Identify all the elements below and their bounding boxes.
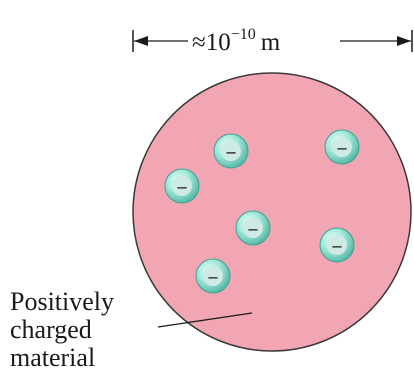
dimension-left-arrowhead xyxy=(134,36,148,46)
electron-sign: – xyxy=(208,266,219,286)
material-label: Positively charged material xyxy=(10,287,114,372)
electron-sign: – xyxy=(177,176,188,196)
dimension-indicator: ≈10−10 m xyxy=(133,26,412,56)
electron: – xyxy=(325,130,359,164)
electron: – xyxy=(236,211,270,245)
dimension-prefix: ≈10 xyxy=(192,29,231,56)
dimension-exponent: −10 xyxy=(231,26,256,43)
positive-sphere xyxy=(133,73,411,351)
label-line-2: charged xyxy=(10,315,92,344)
electron-sign: – xyxy=(337,137,348,157)
label-line-3: material xyxy=(10,343,95,372)
dimension-right-arrowhead xyxy=(397,36,411,46)
electron-sign: – xyxy=(332,235,343,255)
electron: – xyxy=(320,228,354,262)
electron-sign: – xyxy=(226,141,237,161)
label-line-1: Positively xyxy=(10,287,114,316)
dimension-unit: m xyxy=(261,29,281,56)
electron-sign: – xyxy=(248,218,259,238)
electron: – xyxy=(214,134,248,168)
dimension-label: ≈10−10 m xyxy=(192,26,281,56)
electron: – xyxy=(165,169,199,203)
electron: – xyxy=(196,259,230,293)
